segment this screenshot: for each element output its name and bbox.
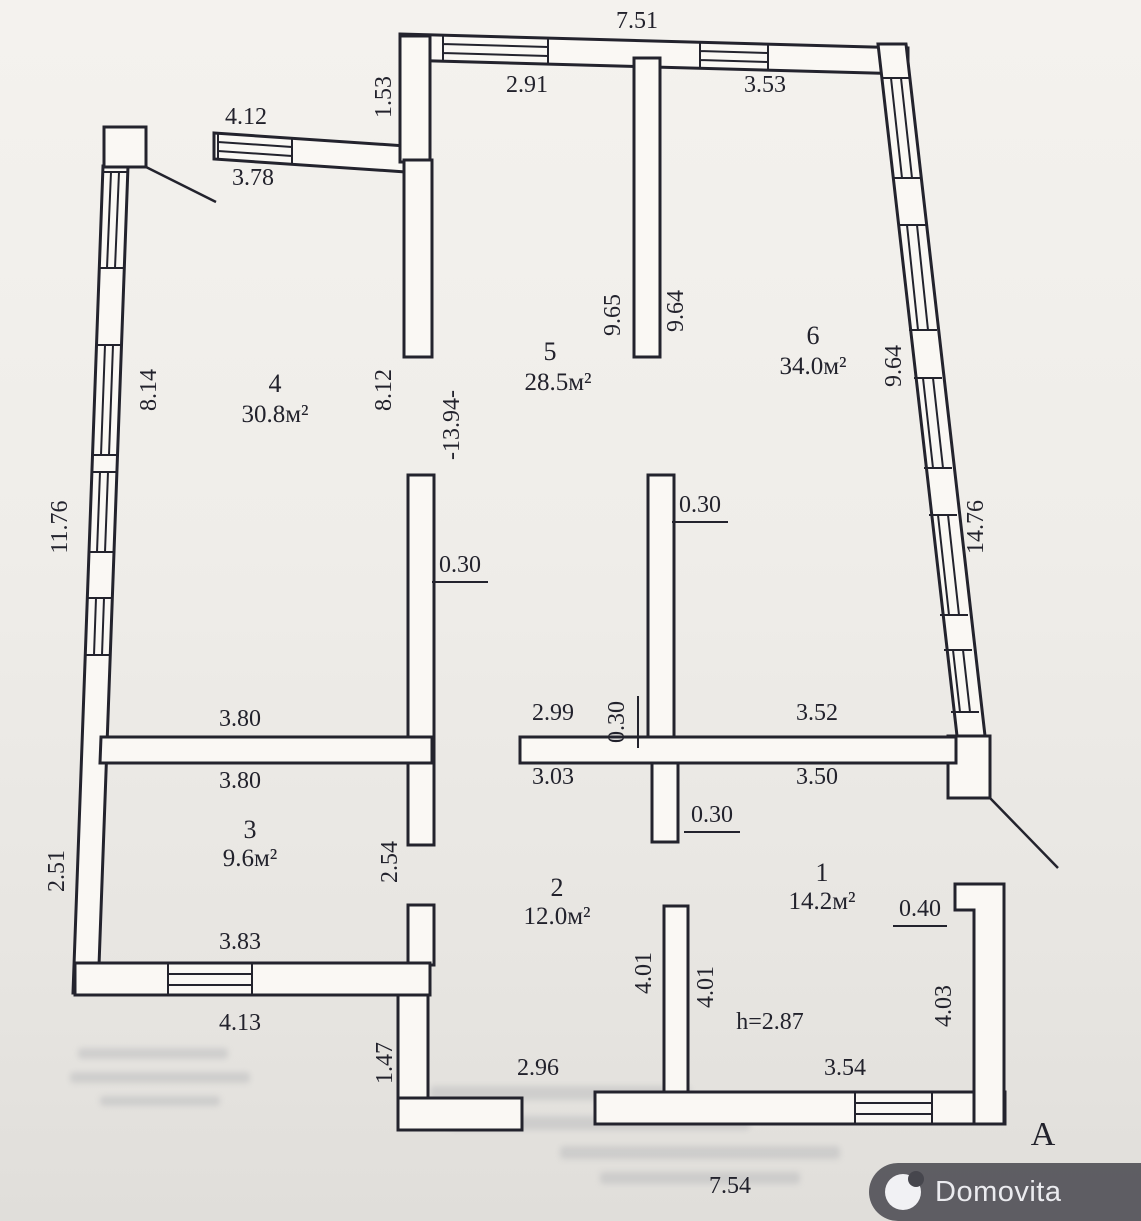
dim-room4-bottom-top: 3.80 (219, 706, 261, 732)
dim-divider-right: 4.01 (693, 966, 719, 1008)
wall-a-mid (402, 158, 434, 359)
leader-line-top-left (145, 165, 217, 204)
dim-left-wall-offset: 1.53 (371, 76, 397, 118)
window-hatches (86, 35, 979, 1124)
dim-cross-left-top: 2.99 (532, 700, 574, 726)
room-3-area: 9.6м² (223, 845, 278, 872)
watermark-brand: Domovita (935, 1175, 1062, 1208)
dim-ceiling-height: h=2.87 (736, 1009, 804, 1035)
leader-lines (145, 165, 1059, 869)
walls (71, 32, 1007, 1132)
dim-wall-b-thickness: 0.30 (679, 492, 721, 518)
dim-room5-right-side: 9.65 (600, 294, 626, 336)
dim-top-room6: 3.53 (744, 72, 786, 98)
dim-cross-right-top: 3.52 (796, 700, 838, 726)
room-2-number: 2 (551, 873, 564, 902)
wall-right (876, 42, 990, 764)
dimension-labels: 7.51 2.91 3.53 1.53 4.12 3.78 9.65 9.64 … (44, 8, 989, 1199)
window-icon (882, 77, 921, 179)
scan-artifact (70, 1072, 250, 1083)
dim-cross-wall-thickness: 0.30 (604, 701, 630, 743)
room-2-area: 12.0м² (523, 903, 590, 930)
window-icon (217, 133, 293, 164)
dim-room6-left-side: 9.64 (663, 290, 689, 332)
dim-room3-bottom-outer: 4.13 (219, 1010, 261, 1036)
scan-artifact (560, 1146, 840, 1159)
wall-bottom-right (593, 1090, 1007, 1126)
wall-a-bottom (406, 903, 436, 967)
wall-b-upper (632, 56, 662, 359)
scan-artifact (78, 1048, 228, 1059)
window-icon (699, 42, 769, 70)
scan-artifact (100, 1096, 220, 1106)
dim-room4-left-side: 8.14 (136, 369, 162, 411)
dim-top-overall: 7.51 (616, 8, 658, 34)
dim-room4-bottom-bottom: 3.80 (219, 768, 261, 794)
dim-room4-right-side: 8.12 (371, 369, 397, 411)
wall-room2-room1 (662, 904, 690, 1094)
room-6-number: 6 (807, 321, 820, 350)
dim-left-wall-overall: 11.76 (47, 500, 73, 553)
dim-top-room5: 2.91 (506, 72, 548, 98)
dim-room3-right-side: 2.54 (377, 841, 403, 883)
dimension-underlines (432, 521, 947, 927)
dim-room1-right-side: 4.03 (931, 985, 957, 1027)
dim-room2-bottom: 2.96 (517, 1055, 559, 1081)
room-4-number: 4 (269, 369, 282, 398)
dim-room3-bottom-inner: 3.83 (219, 929, 261, 955)
window-icon (929, 514, 968, 616)
dim-porch-top: 4.12 (225, 104, 267, 130)
dim-wall-c-thickness: 0.30 (439, 552, 481, 578)
dim-room3-left-side: 2.51 (44, 850, 70, 892)
room-5-area: 28.5м² (524, 369, 591, 396)
window-icon (944, 649, 979, 713)
leader-line-right (989, 797, 1059, 869)
window-icon (86, 597, 113, 656)
window-icon (898, 224, 937, 331)
dim-lower-wall-thickness: 0.30 (691, 802, 733, 828)
window-icon (914, 377, 952, 469)
room-1-number: 1 (816, 858, 829, 887)
wall-a-upper (398, 34, 432, 164)
dim-right-wall-overall: 14.76 (963, 500, 989, 554)
wall-room1-right (953, 882, 1006, 1126)
room-6-area: 34.0м² (779, 353, 846, 380)
window-icon (442, 35, 549, 64)
dim-room1-bottom: 3.54 (824, 1055, 866, 1081)
room-5-number: 5 (544, 337, 557, 366)
dim-step-height: 1.47 (372, 1042, 398, 1084)
dim-room6-right-side: 9.64 (881, 345, 907, 387)
window-icon (854, 1092, 933, 1124)
wall-left (71, 164, 130, 995)
wall-step-horizontal (396, 1096, 524, 1132)
dim-interior-length: -13.94- (439, 390, 465, 460)
section-letter: A (1031, 1116, 1056, 1153)
window-icon (89, 471, 117, 553)
dim-porch-bottom: 3.78 (232, 165, 274, 191)
scan-artifact (600, 1172, 800, 1184)
window-icon (99, 171, 128, 269)
domovita-logo-icon (885, 1171, 924, 1210)
wall-b-mid (646, 473, 676, 739)
window-icon (167, 963, 253, 995)
room-4-area: 30.8м² (241, 401, 308, 428)
wall-room4-room3 (98, 735, 434, 765)
dim-bottom-overall: 7.54 (709, 1173, 751, 1199)
wall-a-lower (406, 473, 436, 847)
room-3-number: 3 (244, 815, 257, 844)
dim-cross-right-bottom: 3.50 (796, 764, 838, 790)
watermark-banner: Domovita (869, 1163, 1141, 1221)
room-1-area: 14.2м² (788, 888, 855, 915)
wall-step-vertical (396, 993, 430, 1102)
dim-cross-left-bottom: 3.03 (532, 764, 574, 790)
wall-b-lower (650, 761, 680, 844)
wall-left-corner-block (102, 125, 148, 169)
room-labels: 4 30.8м² 5 28.5м² 6 34.0м² 3 9.6м² 2 12.… (223, 321, 856, 930)
window-icon (93, 344, 122, 456)
wall-cross-right (518, 735, 958, 765)
dim-room1-wall-thickness: 0.40 (899, 896, 941, 922)
dim-divider-left: 4.01 (631, 952, 657, 994)
